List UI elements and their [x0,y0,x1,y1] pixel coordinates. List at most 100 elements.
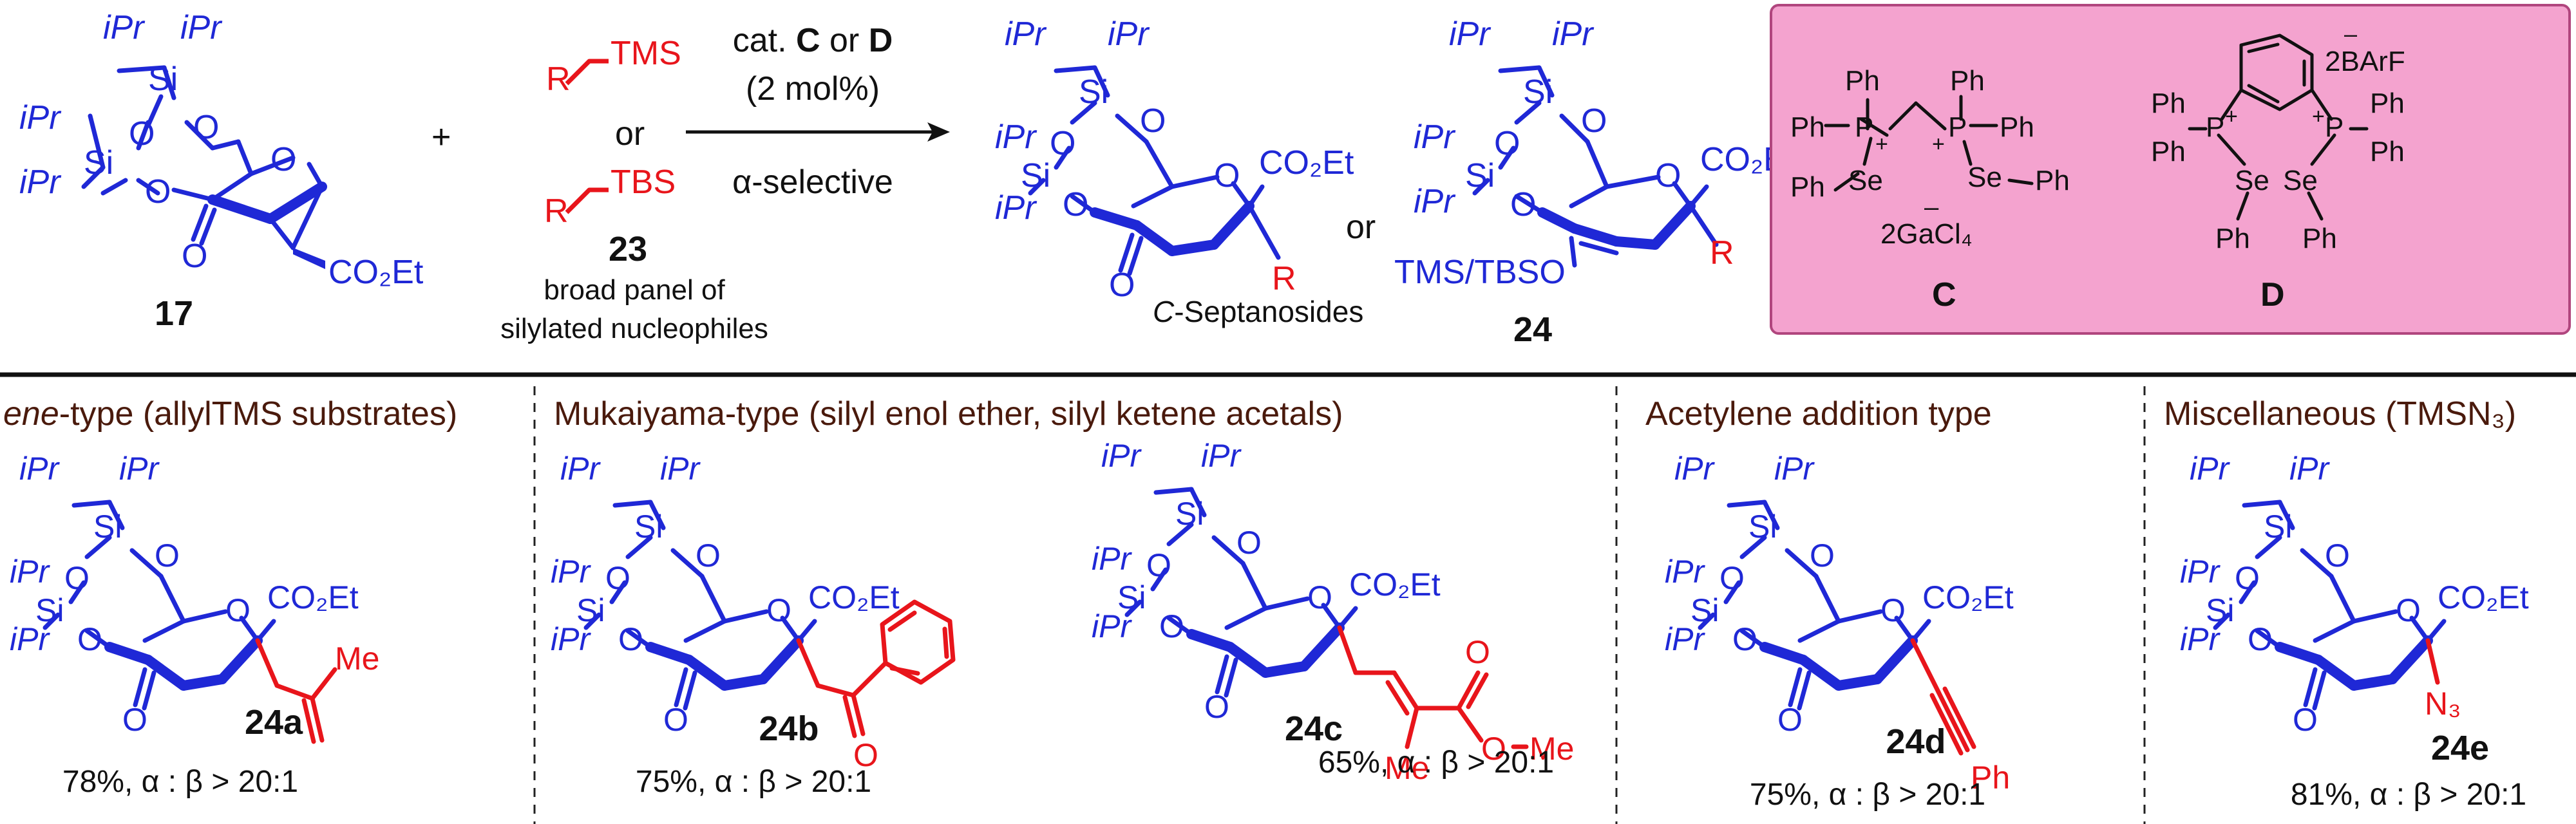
sm17-o-2: O [193,109,219,146]
substituent-azide: N₃ [2425,638,2461,722]
sm17-co2et: CO₂Et [328,254,424,291]
plus-sign: + [431,118,451,156]
cat-c-ph-5: Ph [1790,171,1825,203]
p2-o-2: O [1581,102,1607,140]
product-enol-ether: iPr iPr Si O O iPr Si iPr O O CO₂Et R TM… [1394,15,1795,349]
category-ene: ene-type (allylTMS substrates) [3,395,457,433]
sm17-o-ring: O [270,141,296,178]
p2-o-3: O [1510,186,1536,223]
ipr: iPr [551,554,591,590]
o-ketone: O [122,702,147,738]
o-ketone: O [1204,689,1229,725]
category-acetylene: Acetylene addition type [1645,395,1992,433]
product-yield: 75%, α : β > 20:1 [636,765,871,799]
ipr: iPr [1665,621,1705,657]
ipr: iPr [1092,608,1132,644]
product-yield: 78%, α : β > 20:1 [62,765,298,799]
catalyst-box [1770,4,2571,335]
substituent-benzoyl: O [796,599,956,773]
si: Si [2206,592,2234,628]
sm17-o-1: O [129,115,155,153]
si: Si [576,592,605,628]
p2-ipr-4: iPr [1414,183,1456,220]
ipr: iPr [2180,554,2221,590]
cat-d-ph-1: Ph [2151,88,2186,119]
product-label: 24d [1886,722,1946,761]
p2-o-ring: O [1655,157,1681,194]
ipr: iPr [19,451,60,487]
sm17-label: 17 [155,294,193,333]
cat-c-p-1: P [1855,111,1873,143]
cat-c-se-1: Se [1848,165,1883,196]
nuc-tms: TMS [611,35,681,72]
o-ring: O [766,592,791,628]
nuc-r-1: R [546,61,571,98]
arrow-selectivity: α-selective [732,164,893,201]
ipr: iPr [1774,451,1815,487]
product-label: 24a [245,703,303,742]
p2-silyl-ether: TMS/TBSO [1394,254,1566,291]
product-septanoside: iPr iPr Si O O iPr Si iPr O O O CO₂Et R [995,15,1354,304]
cat-d-minus: – [2344,21,2357,47]
ipr: iPr [119,451,160,487]
o: O [1810,538,1835,574]
p1-si-1: Si [1079,73,1108,111]
starting-material-17: iPr iPr Si O O iPr Si iPr O O O CO₂Et 17 [19,9,424,333]
cat-d-label: D [2260,276,2285,314]
o-ketone: O [2293,702,2318,738]
arrow-conditions-2: (2 mol%) [746,70,880,108]
cat-d-charge-1: + [2225,104,2238,129]
column-separators [533,386,2146,824]
or-between-products: or [1346,209,1376,246]
si: Si [1175,496,1204,532]
product-yield: 75%, α : β > 20:1 [1750,778,1985,812]
nuc-or: or [615,115,645,153]
nuc-desc-2: silylated nucleophiles [500,313,768,344]
p2-ipr-3: iPr [1414,118,1456,156]
ipr: iPr [2190,451,2230,487]
co2et: CO₂Et [1922,579,2014,615]
cat-c-ph-1: Ph [1845,65,1880,97]
cat-d-charge-2: + [2312,104,2325,129]
o: O [2248,621,2273,657]
ipr: iPr [1201,438,1242,474]
ipr: iPr [10,621,50,657]
sm17-si-1: Si [148,61,178,98]
o-ring: O [1307,579,1332,615]
cat-c-ph-2: Ph [1790,111,1825,143]
co2et: CO₂Et [1349,566,1441,603]
o: O [155,538,180,574]
c-septanosides-caption: C-Septanosides [1153,295,1363,328]
sm17-o-3: O [145,173,171,211]
o-ketone: O [663,702,688,738]
sub-o: O [853,737,878,773]
p1-ipr-2: iPr [1108,15,1150,53]
cat-d-p-2: P [2325,111,2344,143]
sub-me: Me [1530,731,1574,767]
cat-c-label: C [1932,276,1956,314]
cat-c-charge-2: + [1932,132,1945,156]
cat-d-p-1: P [2206,111,2224,143]
p2-ipr-1: iPr [1449,15,1492,53]
cat-d-counterion: 2BArF [2325,46,2405,77]
product-yield: 65%, α : β > 20:1 [1318,745,1554,780]
o-ring: O [225,592,251,628]
p1-o-1: O [1050,125,1075,162]
sm17-ipr-1: iPr [103,9,146,46]
ipr: iPr [1665,554,1705,590]
category-misc: Miscellaneous (TMSN₃) [2164,395,2516,433]
nuc-label: 23 [609,230,647,268]
o: O [605,560,630,596]
p2-r: R [1710,234,1734,272]
product-label: 24e [2431,729,2489,767]
substituent-allyl: Me [255,638,379,744]
p1-o-2: O [1140,102,1166,140]
o: O [1159,608,1184,644]
nuc-desc-1: broad panel of [544,274,725,306]
sub-o: O [1465,634,1490,670]
